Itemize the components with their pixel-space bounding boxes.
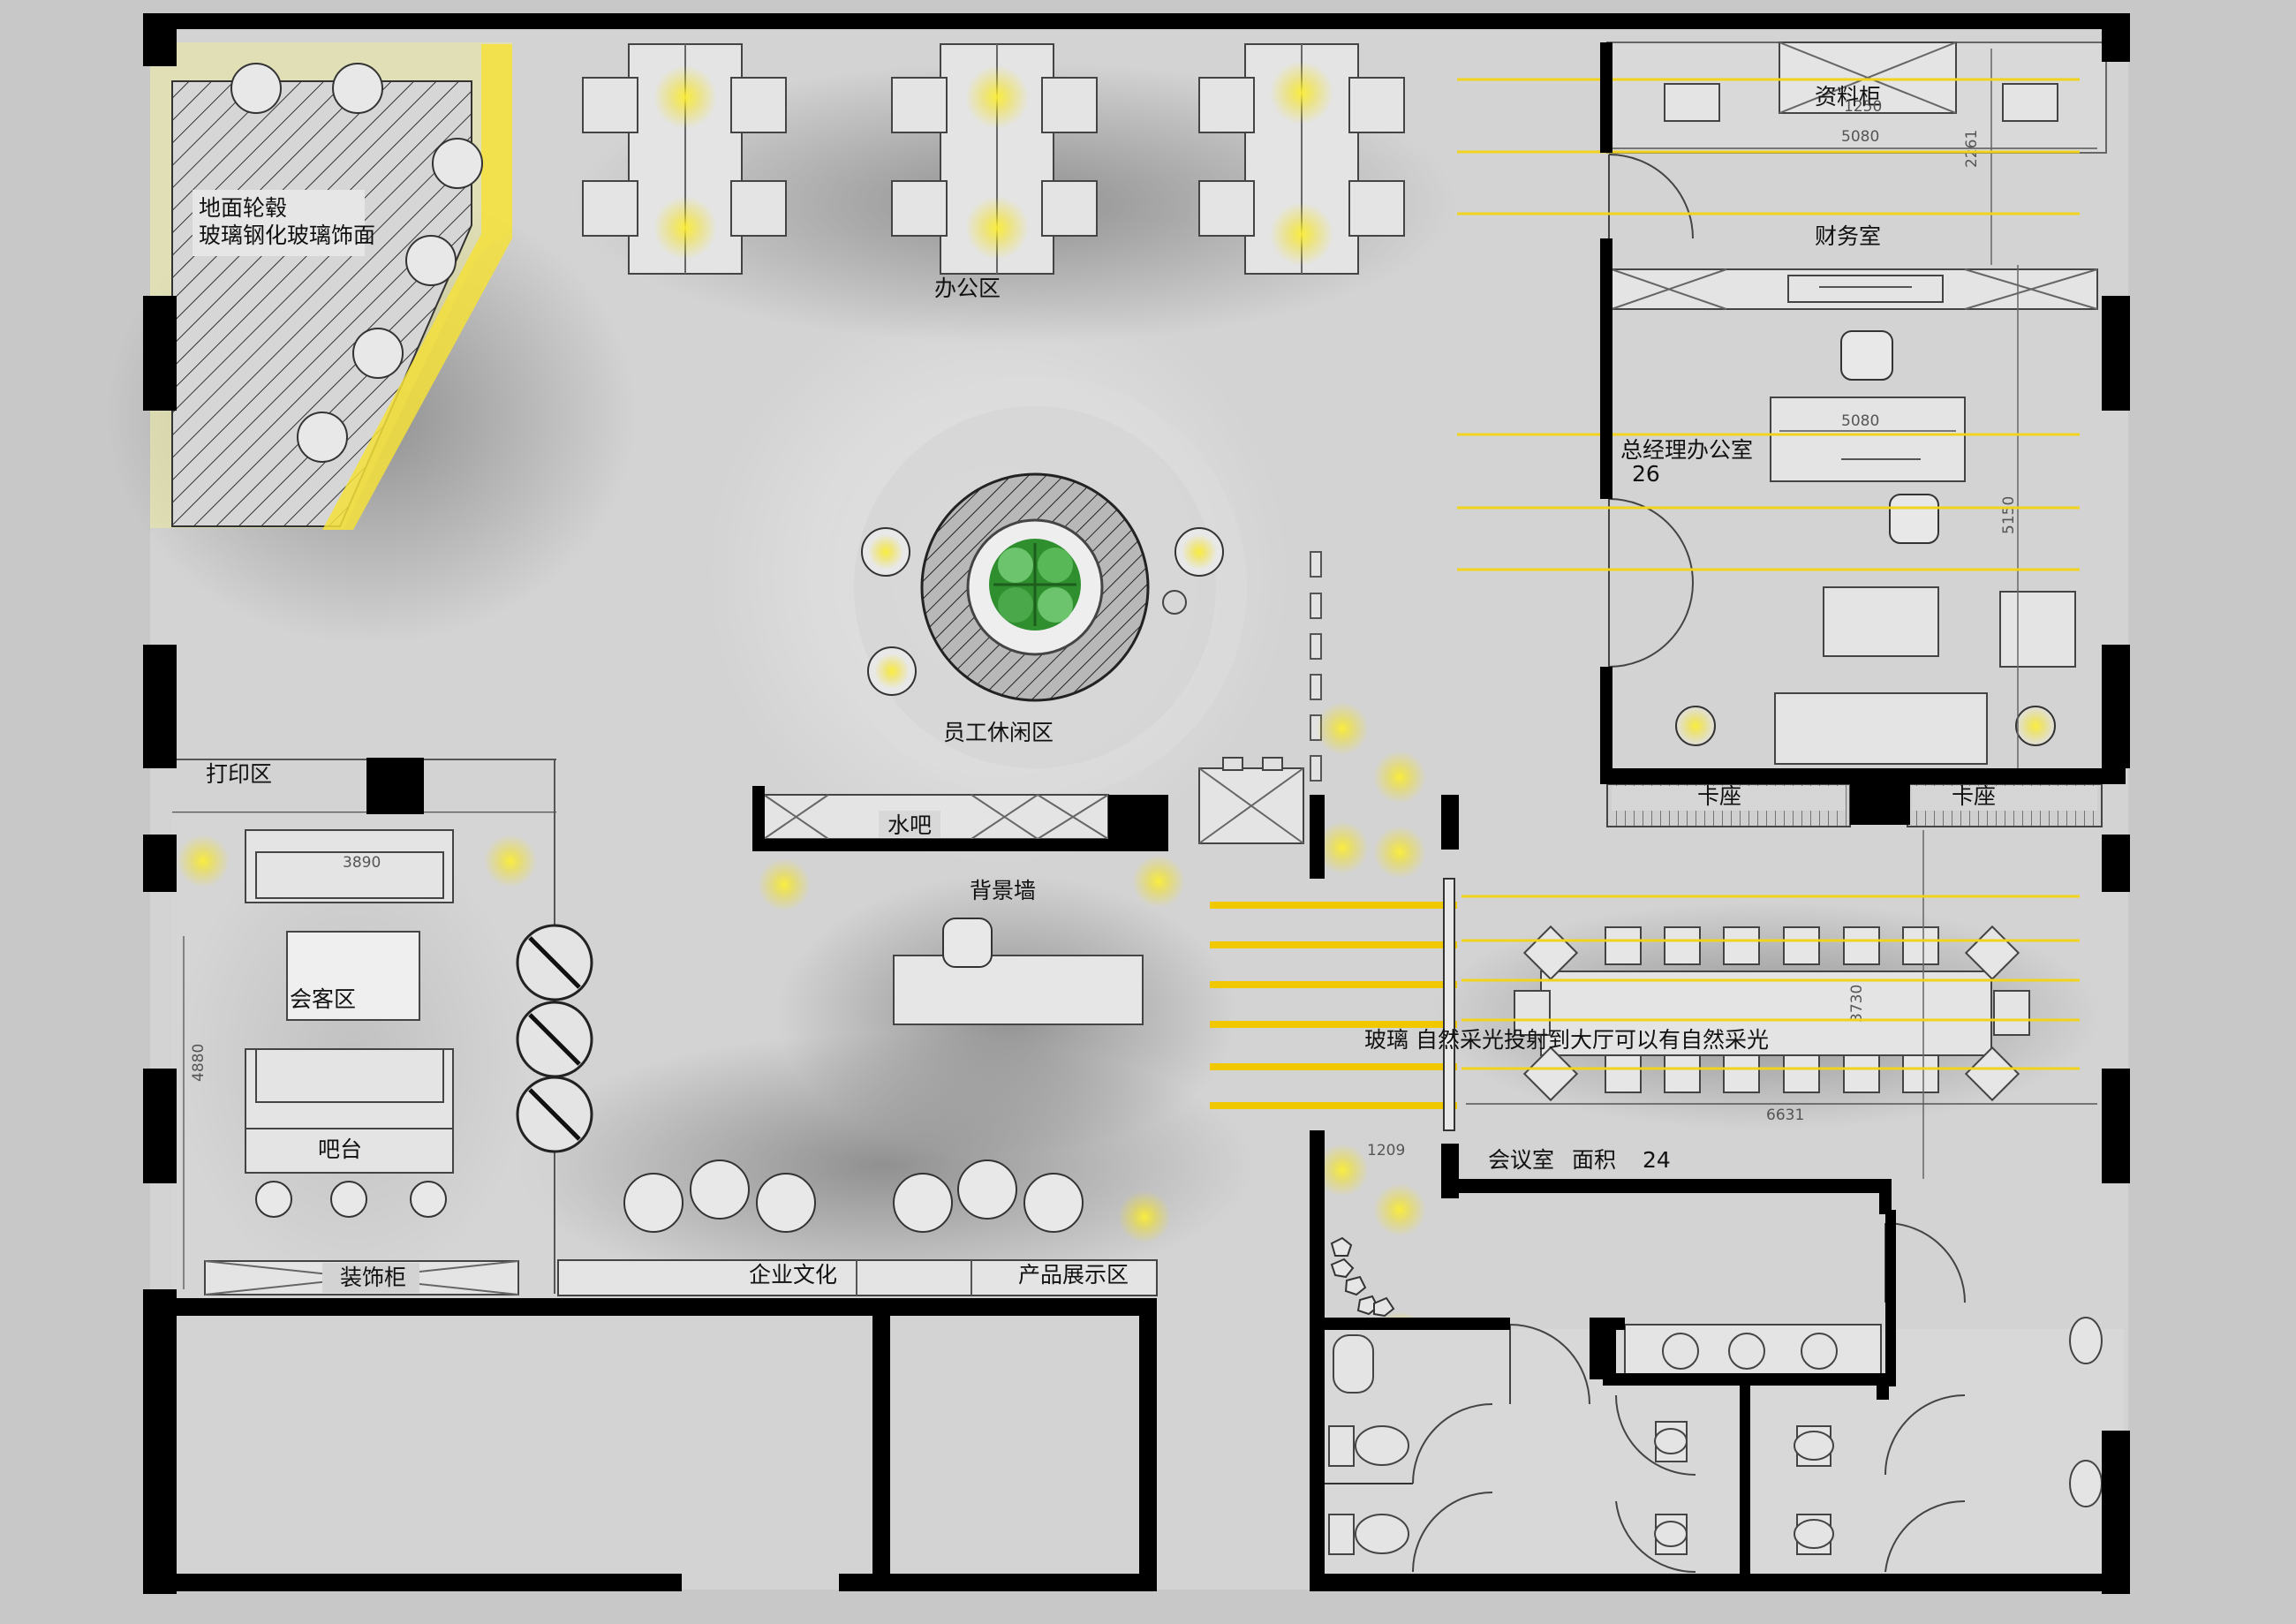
display-stools	[623, 1159, 1084, 1233]
meeting-depth-dim: 3730	[1848, 985, 1866, 1023]
restrooms	[1325, 1222, 2124, 1581]
reception-area-label: 会客区	[290, 986, 356, 1012]
reception-desk	[758, 855, 1185, 1243]
booth-right-label: 卡座	[1952, 783, 1996, 809]
water-bar: 水吧	[763, 757, 1304, 844]
hatched-lounge: 地面轮毂 玻璃钢化玻璃饰面	[150, 42, 512, 530]
lounge-chairs	[230, 63, 483, 463]
skylight-beams-top	[1457, 78, 2080, 571]
display-cabinet-label: 装饰柜	[340, 1265, 406, 1290]
corporate-culture-label: 企业文化	[749, 1262, 837, 1288]
glass-note: 玻璃 自然采光投射到大厅可以有自然采光	[1364, 1027, 1769, 1053]
reception-width-dim: 3890	[343, 854, 381, 872]
background-wall-label: 背景墙	[970, 878, 1036, 903]
culture-display-strip: 企业文化 产品展示区	[557, 1259, 1158, 1296]
archive-depth-dim: 2261	[1963, 130, 1981, 168]
meeting-room-label: 会议室	[1488, 1147, 1554, 1173]
booth-left-label: 卡座	[1697, 783, 1741, 809]
product-showroom-label: 产品展示区	[1018, 1262, 1129, 1288]
water-bar-label: 水吧	[887, 812, 932, 838]
staff-lounge	[823, 375, 1247, 799]
staff-lounge-label: 员工休闲区	[943, 720, 1054, 745]
office-area-label: 办公区	[934, 276, 1001, 301]
meeting-area-value: 24	[1643, 1147, 1671, 1173]
gm-office-area: 26	[1632, 461, 1660, 487]
meeting-room: 3730 6631 会议室 面积 24	[1466, 830, 2097, 1179]
office-workstations	[582, 43, 1405, 275]
gm-office: 5080 5150 总经理办公室 26	[1608, 265, 2076, 768]
gm-office-label: 总经理办公室	[1620, 437, 1753, 463]
gm-room-dim: 5150	[2000, 496, 2018, 534]
floor-note-2: 玻璃钢化玻璃饰面	[199, 223, 375, 248]
finance-cabinets	[1611, 268, 2098, 310]
area-label: 面积	[1572, 1147, 1616, 1173]
archive-cabinet-label: 资料柜	[1815, 84, 1881, 110]
round-partitions	[516, 759, 593, 1294]
corridor-lights	[1316, 702, 1426, 1364]
plant-icon	[989, 539, 1081, 631]
walls	[143, 13, 2130, 1594]
bar-counter-label: 吧台	[318, 1137, 362, 1162]
floor-note-1: 地面轮毂	[199, 195, 287, 221]
reception-depth-dim: 4880	[190, 1044, 208, 1082]
corridor-width-dim: 1209	[1367, 1142, 1405, 1159]
finance-top-dim: 1250	[1844, 98, 1882, 116]
meeting-width-dim: 6631	[1766, 1107, 1804, 1124]
stepping-stones	[1330, 1236, 1395, 1318]
gm-desk-dim: 5080	[1841, 412, 1879, 430]
skylight-beams-meeting	[1210, 895, 2080, 1109]
booths: 卡座 卡座	[1606, 783, 2103, 827]
reception-area: 打印区 3890 会客区 吧台 4880 装饰柜	[172, 759, 556, 1298]
archive-width-dim: 5080	[1841, 128, 1879, 146]
finance-room-label: 财务室	[1815, 223, 1881, 249]
bar-stools	[255, 1181, 447, 1218]
print-area-label: 打印区	[206, 761, 272, 787]
